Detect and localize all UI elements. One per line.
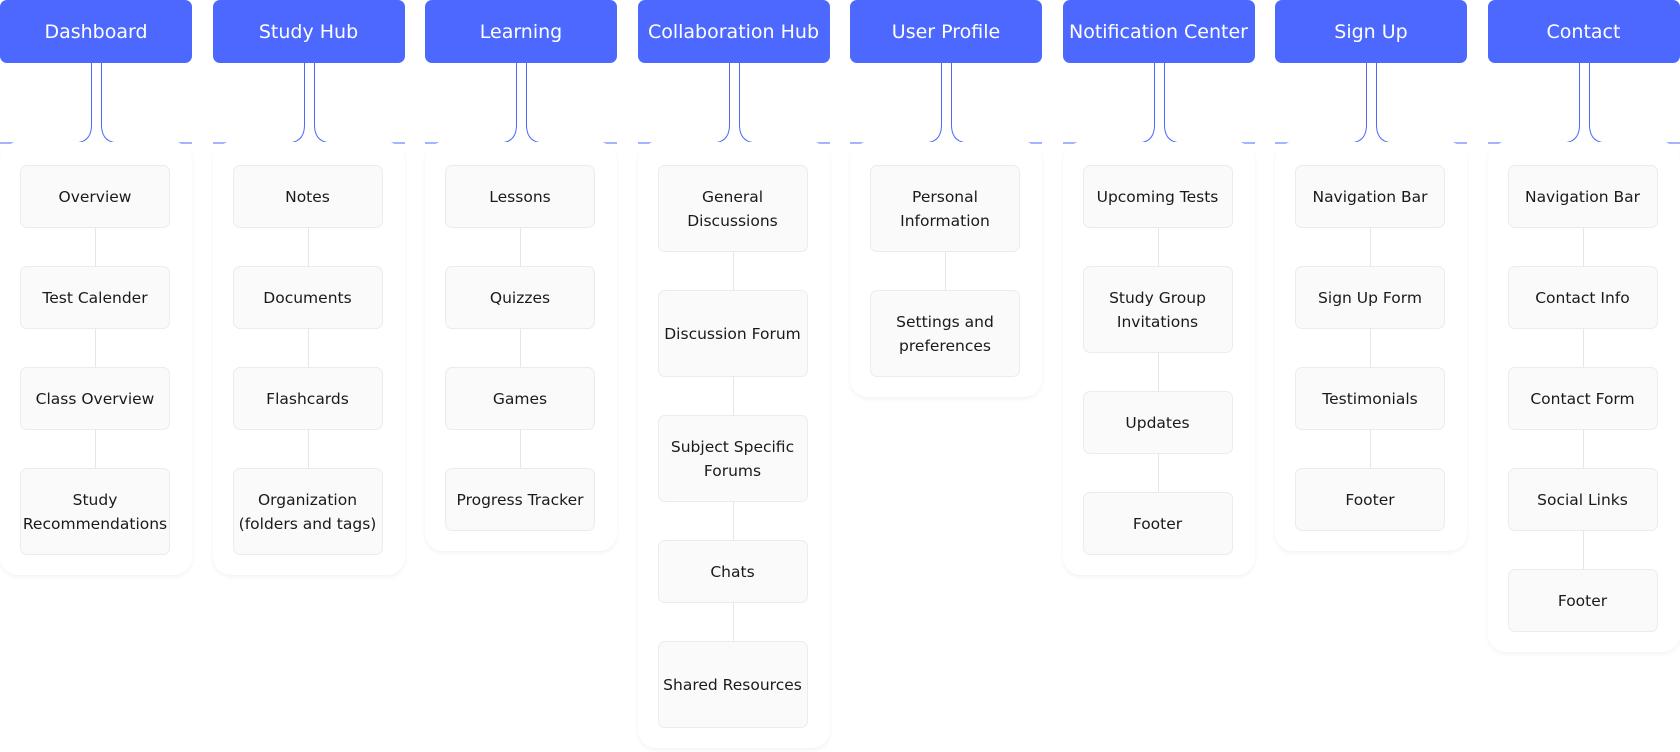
page-card-flashcards[interactable]: Flashcards	[232, 367, 383, 430]
page-card-overview[interactable]: Overview	[20, 165, 170, 228]
tree-line	[1157, 454, 1159, 492]
page-card-contact-form[interactable]: Contact Form	[1507, 367, 1658, 430]
connector-lines	[637, 62, 830, 144]
page-card-progress-tracker[interactable]: Progress Tracker	[445, 468, 595, 531]
connector-left-branch	[1275, 62, 1367, 144]
page-card-discussion-forum[interactable]: Discussion Forum	[657, 290, 808, 377]
connector-right-branch	[1376, 62, 1467, 144]
page-card-personal-information[interactable]: Personal Information	[870, 165, 1020, 252]
tree-line	[95, 329, 96, 367]
page-card-organization-folders-and-tags[interactable]: Organization (folders and tags)	[232, 468, 383, 555]
tree-line	[1582, 329, 1584, 367]
connector-lines	[0, 62, 192, 144]
connector-left-branch	[1487, 62, 1580, 144]
tree-line	[520, 228, 521, 266]
page-card-test-calender[interactable]: Test Calender	[20, 266, 170, 329]
tree-line	[307, 430, 309, 468]
page-card-chats[interactable]: Chats	[657, 540, 808, 603]
page-card-notes[interactable]: Notes	[232, 165, 383, 228]
header-study-hub[interactable]: Study Hub	[212, 0, 405, 63]
page-card-contact-info[interactable]: Contact Info	[1507, 266, 1658, 329]
connector-left-branch	[212, 62, 305, 144]
tree-line	[945, 252, 946, 290]
header-collaboration-hub[interactable]: Collaboration Hub	[637, 0, 830, 63]
connector-lines	[850, 62, 1042, 144]
connector-right-branch	[313, 62, 405, 144]
page-card-subject-specific-forums[interactable]: Subject Specific Forums	[657, 415, 808, 502]
page-card-testimonials[interactable]: Testimonials	[1295, 367, 1445, 430]
connector-left-branch	[1062, 62, 1155, 144]
connector-right-branch	[738, 62, 830, 144]
header-contact[interactable]: Contact	[1487, 0, 1680, 63]
tree-line	[732, 502, 734, 540]
page-card-upcoming-tests[interactable]: Upcoming Tests	[1082, 165, 1233, 228]
page-card-shared-resources[interactable]: Shared Resources	[657, 641, 808, 728]
page-card-study-recommendations[interactable]: Study Recommendations	[20, 468, 170, 555]
tree-line	[1157, 228, 1159, 266]
connector-left-branch	[850, 62, 942, 144]
connector-lines	[212, 62, 405, 144]
connector-left-branch	[637, 62, 730, 144]
tree-line	[1582, 531, 1584, 569]
page-card-settings-and-preferences[interactable]: Settings and preferences	[870, 290, 1020, 377]
page-card-footer[interactable]: Footer	[1507, 569, 1658, 632]
page-card-class-overview[interactable]: Class Overview	[20, 367, 170, 430]
page-card-general-discussions[interactable]: General Discussions	[657, 165, 808, 252]
page-card-study-group-invitations[interactable]: Study Group Invitations	[1082, 266, 1233, 353]
tree-line	[520, 329, 521, 367]
connector-right-branch	[1588, 62, 1680, 144]
connector-lines	[1275, 62, 1467, 144]
page-card-navigation-bar[interactable]: Navigation Bar	[1507, 165, 1658, 228]
header-notification-center[interactable]: Notification Center	[1062, 0, 1255, 63]
tree-line	[95, 430, 96, 468]
page-card-social-links[interactable]: Social Links	[1507, 468, 1658, 531]
tree-line	[1582, 430, 1584, 468]
tree-line	[1157, 353, 1159, 391]
connector-right-branch	[526, 62, 617, 144]
page-card-footer[interactable]: Footer	[1295, 468, 1445, 531]
page-card-footer[interactable]: Footer	[1082, 492, 1233, 555]
header-dashboard[interactable]: Dashboard	[0, 0, 192, 63]
connector-lines	[1487, 62, 1680, 144]
page-card-lessons[interactable]: Lessons	[445, 165, 595, 228]
connector-right-branch	[951, 62, 1042, 144]
tree-line	[1370, 329, 1371, 367]
tree-line	[520, 430, 521, 468]
connector-lines	[1062, 62, 1255, 144]
page-card-sign-up-form[interactable]: Sign Up Form	[1295, 266, 1445, 329]
connector-right-branch	[101, 62, 192, 144]
tree-line	[1370, 228, 1371, 266]
connector-lines	[425, 62, 617, 144]
tree-line	[732, 377, 734, 415]
connector-left-branch	[0, 62, 92, 144]
tree-line	[1582, 228, 1584, 266]
connector-right-branch	[1163, 62, 1255, 144]
header-learning[interactable]: Learning	[425, 0, 617, 63]
connector-left-branch	[425, 62, 517, 144]
tree-line	[732, 252, 734, 290]
page-card-documents[interactable]: Documents	[232, 266, 383, 329]
tree-line	[1370, 430, 1371, 468]
header-user-profile[interactable]: User Profile	[850, 0, 1042, 63]
tree-line	[732, 603, 734, 641]
page-card-quizzes[interactable]: Quizzes	[445, 266, 595, 329]
page-card-updates[interactable]: Updates	[1082, 391, 1233, 454]
tree-line	[307, 329, 309, 367]
page-card-games[interactable]: Games	[445, 367, 595, 430]
tree-line	[307, 228, 309, 266]
tree-line	[95, 228, 96, 266]
header-sign-up[interactable]: Sign Up	[1275, 0, 1467, 63]
page-card-navigation-bar[interactable]: Navigation Bar	[1295, 165, 1445, 228]
